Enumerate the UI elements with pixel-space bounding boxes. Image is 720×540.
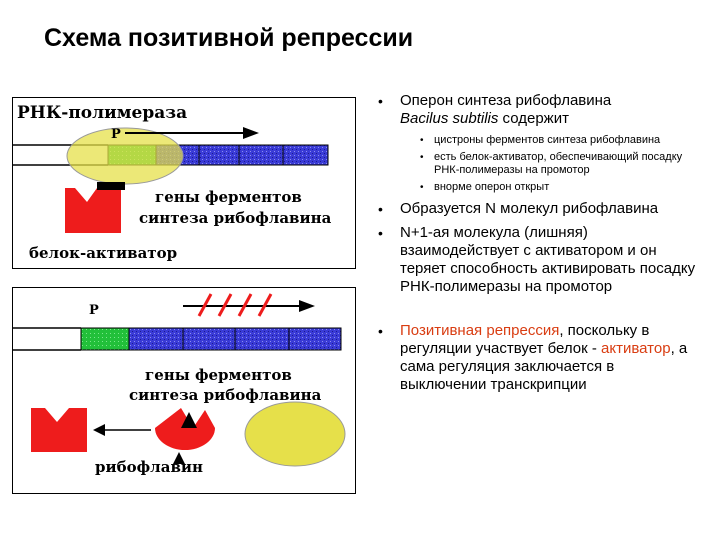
- arrow-head: [93, 424, 105, 436]
- top-diagram: Р РНК-полимераза гены ферментов синтеза …: [12, 97, 356, 269]
- bullet-operon: Оперон синтеза рибофлавина Bacilus subti…: [372, 92, 702, 128]
- top-diagram-svg: Р РНК-полимераза гены ферментов синтеза …: [13, 103, 332, 262]
- bottom-diagram-svg: Р гены ферментов синтеза рибофлавина риб…: [13, 293, 346, 476]
- sub-bullet-open: вноpме оперон открыт: [372, 181, 702, 194]
- activator-protein: [31, 408, 87, 452]
- rna-polymerase-ellipse: [244, 401, 346, 467]
- activator-riboflavin-complex: [155, 408, 215, 450]
- arrow-head: [299, 300, 315, 312]
- arrow-head: [243, 127, 259, 139]
- bullet-positive-repression: Позитивная репрессия, поскольку в регуля…: [372, 322, 702, 394]
- promoter-label: Р: [111, 127, 121, 142]
- activator-protein: [65, 188, 121, 233]
- block-mark: [217, 293, 233, 317]
- genes-label-line2: синтеза рибофлавина: [139, 209, 332, 227]
- bottom-diagram: Р гены ферментов синтеза рибофлавина риб…: [12, 287, 356, 494]
- sub-bullet-cistrons: цистроны ферментов синтеза рибофлавина: [372, 134, 702, 147]
- rna-polymerase-ellipse: [66, 127, 184, 185]
- riboflavin-label: рибофлавин: [95, 458, 203, 476]
- term-positive-repression: Позитивная репрессия: [400, 322, 560, 339]
- promoter-region: [80, 327, 130, 351]
- sub-bullet-activator: есть белок-активатор, обеспечивающий пос…: [372, 151, 702, 177]
- bullet-n-molecules: Образуется N молекул рибофлавина: [372, 200, 702, 218]
- species-name: Bacilus subtilis: [400, 110, 499, 127]
- activator-binding-mark: [97, 182, 125, 190]
- bullet-operon-line1: Оперон синтеза рибофлавина: [400, 92, 612, 109]
- block-mark: [237, 293, 253, 317]
- activator-label: белок-активатор: [29, 244, 177, 262]
- genes-label-line1: гены ферментов: [145, 366, 292, 384]
- riboflavin-molecule: [181, 412, 197, 428]
- page-title: Схема позитивной репрессии: [44, 24, 414, 52]
- block-mark: [257, 293, 273, 317]
- bullet-extra-molecule: N+1-ая молекула (лишняя) взаимодействует…: [372, 224, 702, 296]
- term-activator: активатор: [601, 340, 671, 357]
- block-mark: [197, 293, 213, 317]
- bullet-list: Оперон синтеза рибофлавина Bacilus subti…: [372, 92, 702, 394]
- polymerase-label: РНК-полимераза: [17, 103, 187, 123]
- genes-label-line1: гены ферментов: [155, 188, 302, 206]
- bullet-operon-line2: содержит: [498, 110, 569, 127]
- bullet-repression-text1: , поскольку в регуляции участвует белок …: [400, 322, 650, 357]
- bullet-repression-text2: , а сама регуляция заключается в выключе…: [400, 340, 688, 393]
- riboflavin-molecule: [173, 452, 185, 464]
- genes-label-line2: синтеза рибофлавина: [129, 386, 322, 404]
- promoter-label: Р: [89, 303, 99, 318]
